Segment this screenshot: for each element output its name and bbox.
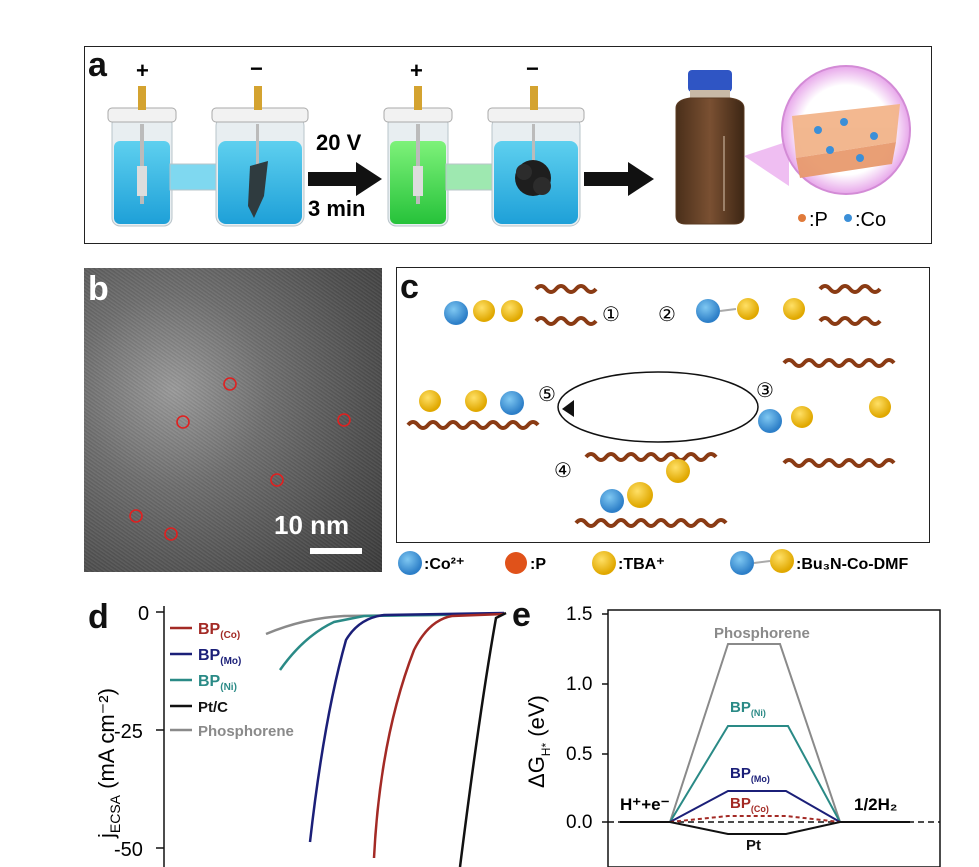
e-ylabel: ΔGH* (eV) — [524, 695, 553, 788]
d-ylabel: jECSA (mA cm⁻²) — [94, 688, 123, 839]
duration-label: 3 min — [308, 196, 365, 221]
scale-label: 10 nm — [274, 510, 350, 540]
panel-e-label: e — [512, 596, 531, 634]
d-tick-25: -25 — [114, 721, 143, 743]
svg-text:BP(Co): BP(Co) — [198, 621, 240, 641]
panel-b-label: b — [88, 270, 109, 308]
svg-text:Phosphorene: Phosphorene — [198, 723, 294, 740]
tem-markers — [129, 377, 362, 554]
panel-d-label: d — [88, 598, 109, 636]
left-state: H⁺+e⁻ — [620, 795, 670, 814]
panel-c-label: c — [400, 268, 419, 306]
curve-pt — [458, 611, 507, 867]
legend-tba: :TBA⁺ — [618, 556, 665, 573]
plus-sign-1: + — [136, 58, 149, 83]
minus-sign-1: − — [250, 56, 263, 81]
step-3: ③ — [756, 380, 774, 402]
e-tick-05: 0.5 — [566, 744, 592, 765]
curve-mo — [308, 611, 505, 843]
level-ni — [669, 725, 841, 823]
step-2: ② — [658, 304, 676, 326]
label-ni: BP(Ni) — [730, 699, 766, 718]
e-tick-15: 1.5 — [566, 604, 592, 625]
panel-e-chart: 1.5 1.0 0.5 0.0 ΔGH* (eV) Phosphorene BP… — [524, 604, 941, 867]
plus-sign-2: + — [410, 58, 423, 83]
d-legend: BP(Co) BP(Mo) BP(Ni) Pt/C Phosphorene — [170, 621, 294, 740]
d-tick-0: 0 — [138, 603, 149, 625]
legend-complex: :Bu₃N-Co-DMF — [796, 556, 908, 573]
d-tick-50: -50 — [114, 839, 143, 861]
level-co — [669, 815, 841, 823]
panel-c-frame — [396, 267, 930, 543]
legend-p-atom: :P — [530, 556, 546, 573]
lattice — [792, 104, 900, 178]
step-5: ⑤ — [538, 384, 556, 406]
label-mo: BP(Mo) — [730, 765, 770, 784]
step-4: ④ — [554, 460, 572, 482]
legend-p: :P — [809, 209, 828, 231]
legend-co: :Co — [855, 209, 886, 231]
label-pt: Pt — [746, 837, 761, 854]
minus-sign-2: − — [526, 56, 539, 81]
panel-c-mechanism: ① ② ③ ④ ⑤ — [406, 284, 896, 528]
curve-phosphorene — [265, 612, 505, 636]
label-phosphorene: Phosphorene — [714, 625, 810, 642]
h-cell-1 — [107, 86, 309, 227]
step-1: ① — [602, 304, 620, 326]
e-tick-00: 0.0 — [566, 812, 592, 833]
level-pt — [669, 821, 841, 835]
level-mo — [669, 790, 841, 823]
panel-d-chart: 0 -25 -50 jECSA (mA cm⁻²) BP(Co) BP(Mo) … — [94, 603, 507, 867]
voltage-label: 20 V — [316, 130, 362, 155]
right-state: 1/2H₂ — [854, 795, 897, 814]
panel-a-illustration: + − 20 V 3 min + − : — [107, 56, 911, 231]
svg-text:Pt/C: Pt/C — [198, 699, 228, 716]
e-tick-10: 1.0 — [566, 674, 592, 695]
legend-co2: :Co²⁺ — [424, 556, 464, 573]
panel-a-label: a — [88, 46, 107, 84]
bottle — [675, 70, 745, 225]
svg-text:BP(Ni): BP(Ni) — [198, 673, 237, 693]
curve-co — [372, 612, 505, 859]
panel-c-legend: :Co²⁺ :P :TBA⁺ :Bu₃N-Co-DMF — [398, 549, 908, 575]
h-cell-2 — [383, 86, 585, 227]
label-co: BP(Co) — [730, 795, 769, 814]
panel-a-frame — [84, 46, 932, 244]
curve-ni — [278, 612, 505, 671]
scale-bar — [310, 548, 362, 554]
svg-text:BP(Mo): BP(Mo) — [198, 647, 241, 667]
